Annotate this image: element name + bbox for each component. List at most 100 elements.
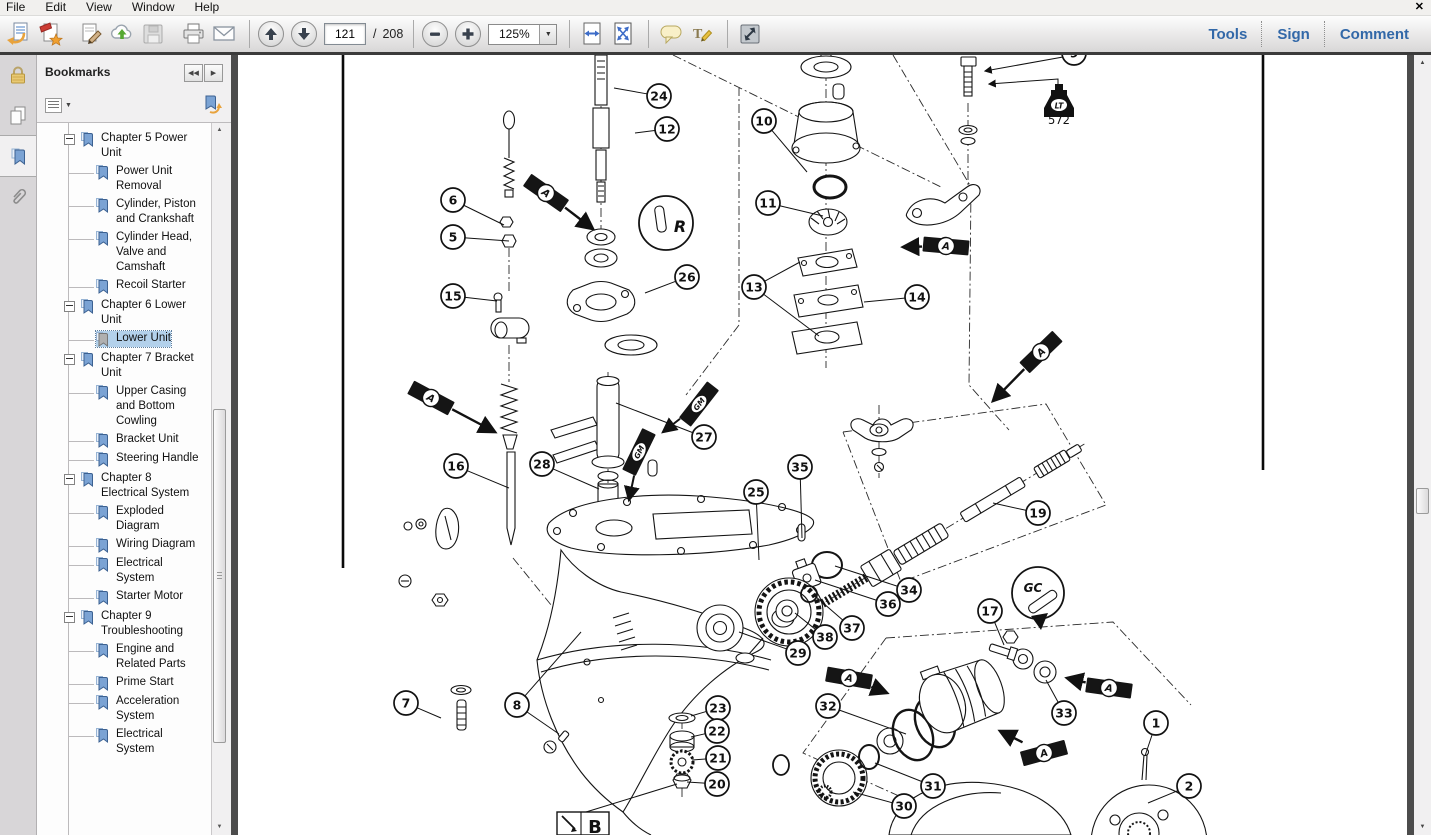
tools-button[interactable]: Tools <box>1208 25 1248 43</box>
menu-view[interactable]: View <box>86 0 112 14</box>
scroll-up-button[interactable]: ▲ <box>1419 60 1426 66</box>
bookmark-item[interactable]: Exploded Diagram <box>37 504 212 534</box>
bookmark-item[interactable]: Power Unit Removal <box>37 164 212 194</box>
bookmark-label[interactable]: Prime Start <box>116 676 174 688</box>
panel-divider[interactable] <box>231 55 238 835</box>
bookmark-label[interactable]: Steering Handle <box>116 452 199 464</box>
fit-width-button[interactable] <box>578 20 605 48</box>
chevron-down-icon[interactable]: ▼ <box>539 24 557 44</box>
page-thumbnails-panel-button[interactable] <box>0 95 36 135</box>
collapse-panel-button[interactable]: ◀◀ <box>184 64 203 82</box>
save-button[interactable] <box>139 20 166 48</box>
bookmark-label[interactable]: Power Unit Removal <box>116 165 173 192</box>
bookmark-label[interactable]: Electrical System <box>116 557 163 584</box>
collapse-expander[interactable] <box>64 134 75 145</box>
scrollbar-thumb[interactable] <box>213 409 226 743</box>
menu-help[interactable]: Help <box>194 0 220 14</box>
comment-bubble-button[interactable] <box>657 20 684 48</box>
bookmark-label[interactable]: Exploded Diagram <box>116 505 164 532</box>
menu-edit[interactable]: Edit <box>45 0 67 14</box>
create-pdf-button[interactable] <box>36 20 63 48</box>
bookmark-item[interactable]: Steering Handle <box>37 451 212 467</box>
svg-text:28: 28 <box>533 457 550 472</box>
bookmark-item[interactable]: Wiring Diagram <box>37 537 212 553</box>
bookmark-label[interactable]: Cylinder, Piston and Crankshaft <box>116 198 196 225</box>
sign-button[interactable]: Sign <box>1277 25 1310 43</box>
scroll-down-button[interactable]: ▼ <box>1419 824 1426 830</box>
email-button[interactable] <box>210 20 237 48</box>
bookmark-label[interactable]: Chapter 7 Bracket Unit <box>101 352 194 379</box>
collapse-expander[interactable] <box>64 354 75 365</box>
bookmark-chapter[interactable]: Chapter 6 Lower Unit <box>37 298 212 328</box>
callout-20: 20 <box>686 771 730 797</box>
bookmark-chapter[interactable]: Chapter 7 Bracket Unit <box>37 351 212 381</box>
bookmark-item[interactable]: Electrical System <box>37 556 212 586</box>
bookmark-label[interactable]: Bracket Unit <box>116 433 179 445</box>
fullscreen-button[interactable] <box>736 20 763 48</box>
bookmark-label[interactable]: Recoil Starter <box>116 279 186 291</box>
bookmark-chapter[interactable]: Chapter 5 Power Unit <box>37 131 212 161</box>
cloud-upload-button[interactable] <box>108 20 135 48</box>
document-scrollbar-thumb[interactable] <box>1416 488 1429 514</box>
svg-text:A: A <box>1103 683 1113 695</box>
close-button[interactable]: ✕ <box>1414 1 1424 13</box>
bookmark-label[interactable]: Lower Unit <box>116 332 171 344</box>
bookmarks-panel-button[interactable] <box>0 135 36 177</box>
save-icon <box>143 24 162 44</box>
bookmark-item[interactable]: Recoil Starter <box>37 278 212 294</box>
attachments-panel-button[interactable] <box>0 177 36 217</box>
bookmark-item[interactable]: Bracket Unit <box>37 432 212 448</box>
bookmark-options-menu-button[interactable]: ▼ <box>45 98 72 113</box>
collapse-expander[interactable] <box>64 301 75 312</box>
bookmark-label[interactable]: Chapter 8 Electrical System <box>101 472 190 499</box>
security-panel-button[interactable] <box>0 55 36 95</box>
bookmark-label[interactable]: Cylinder Head, Valve and Camshaft <box>116 231 193 273</box>
expand-panel-button[interactable]: ▶ <box>204 64 223 82</box>
callout-30: 30 <box>852 791 917 819</box>
bookmarks-scrollbar[interactable]: ▲ ▼ <box>211 123 227 835</box>
zoom-level-select[interactable]: 125% ▼ <box>488 23 558 45</box>
previous-page-button[interactable] <box>258 21 284 47</box>
bookmark-item[interactable]: Starter Motor <box>37 589 212 605</box>
next-page-button[interactable] <box>291 21 317 47</box>
bookmark-item[interactable]: Cylinder Head, Valve and Camshaft <box>37 230 212 275</box>
new-bookmark-button[interactable] <box>201 95 223 115</box>
bookmark-label[interactable]: Chapter 5 Power Unit <box>101 132 188 159</box>
bookmark-chapter[interactable]: Chapter 8 Electrical System <box>37 471 212 501</box>
collapse-expander[interactable] <box>64 474 75 485</box>
bookmark-item[interactable]: Upper Casing and Bottom Cowling <box>37 384 212 429</box>
page-number-input[interactable] <box>324 23 366 45</box>
fit-page-button[interactable] <box>609 20 636 48</box>
bookmark-chapter[interactable]: Chapter 9 Troubleshooting <box>37 609 212 639</box>
scroll-up-button[interactable]: ▲ <box>216 126 223 133</box>
zoom-in-button[interactable] <box>455 21 482 47</box>
collapse-expander[interactable] <box>64 612 75 623</box>
bookmark-label[interactable]: Upper Casing and Bottom Cowling <box>116 385 187 427</box>
bookmark-item[interactable]: Lower Unit <box>37 330 212 348</box>
bookmark-label[interactable]: Chapter 9 Troubleshooting <box>101 610 184 637</box>
bookmark-label[interactable]: Electrical System <box>116 728 163 755</box>
scroll-down-button[interactable]: ▼ <box>216 823 223 830</box>
menu-window[interactable]: Window <box>131 0 175 14</box>
svg-text:21: 21 <box>709 751 726 766</box>
svg-text:35: 35 <box>791 460 808 475</box>
bookmark-label[interactable]: Wiring Diagram <box>116 538 196 550</box>
bookmark-item[interactable]: Prime Start <box>37 675 212 691</box>
bookmark-item[interactable]: Engine and Related Parts <box>37 642 212 672</box>
print-button[interactable] <box>179 20 206 48</box>
bookmark-label[interactable]: Acceleration System <box>116 695 180 722</box>
open-file-button[interactable] <box>5 20 32 48</box>
text-annotation-button[interactable]: T <box>688 20 715 48</box>
sign-document-button[interactable] <box>77 20 104 48</box>
bookmark-label[interactable]: Starter Motor <box>116 590 184 602</box>
zoom-out-button[interactable] <box>422 21 449 47</box>
bookmark-item[interactable]: Electrical System <box>37 727 212 757</box>
bookmark-label[interactable]: Engine and Related Parts <box>116 643 186 670</box>
menu-file[interactable]: File <box>6 0 26 14</box>
bookmark-item[interactable]: Acceleration System <box>37 694 212 724</box>
document-scrollbar[interactable]: ▲ ▼ <box>1414 55 1431 835</box>
bookmark-item[interactable]: Cylinder, Piston and Crankshaft <box>37 197 212 227</box>
bookmark-label[interactable]: Chapter 6 Lower Unit <box>101 299 187 326</box>
comment-button[interactable]: Comment <box>1339 25 1409 43</box>
